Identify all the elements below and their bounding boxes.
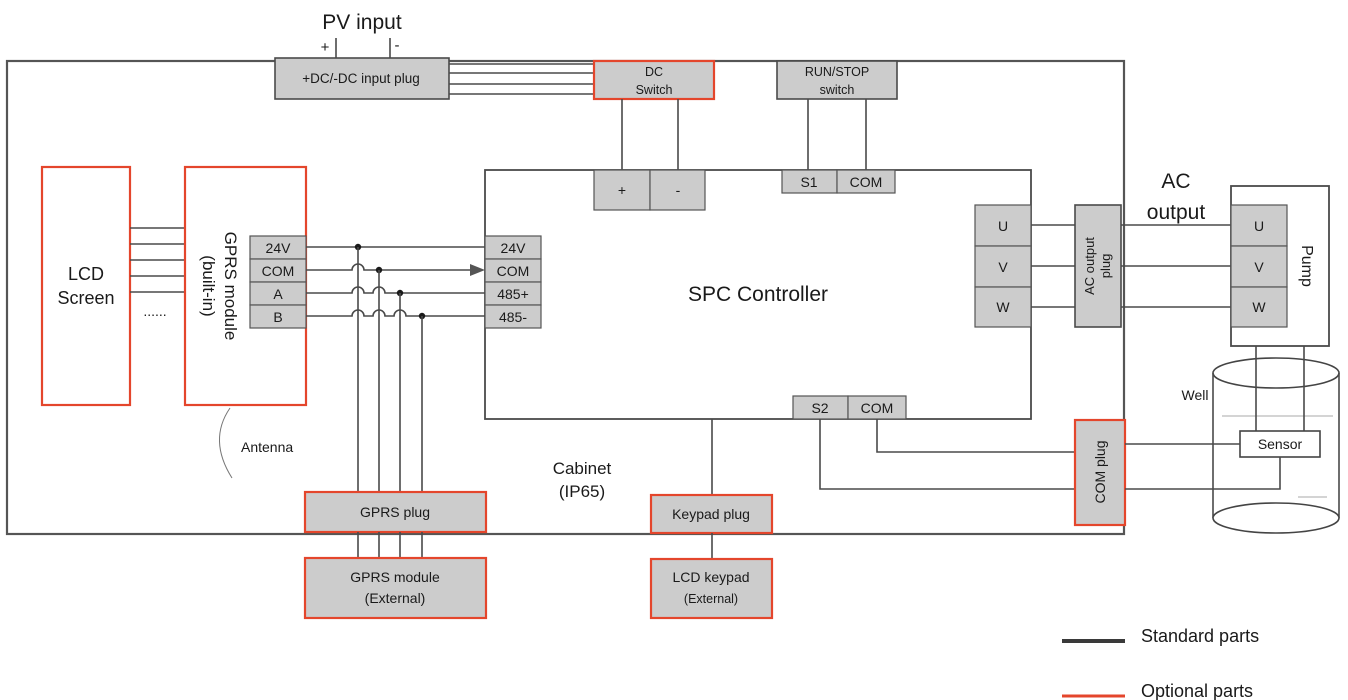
dc-input-plug-label: +DC/-DC input plug: [302, 71, 419, 86]
pump-u-terminal: [1230, 204, 1288, 247]
gprs-a-label: A: [273, 286, 283, 302]
s1-com-terminal: [836, 169, 896, 194]
lcd-screen-line1: LCD: [68, 264, 104, 284]
pump-u-label: U: [1254, 218, 1264, 234]
antenna-curve: [219, 407, 233, 479]
gprs-module-external: [303, 556, 488, 620]
pv-minus-label: -: [395, 37, 400, 54]
sensor-label: Sensor: [1258, 436, 1303, 452]
run-stop-line2: switch: [820, 83, 855, 97]
legend-standard-label: Standard parts: [1141, 626, 1259, 646]
gprs-24v-label: 24V: [266, 240, 292, 256]
ctrl-w-label: W: [996, 299, 1010, 315]
pump-w-label: W: [1252, 299, 1266, 315]
run-stop-switch: [776, 60, 898, 100]
keypad-plug: [649, 493, 774, 535]
lcd-keypad-line1: LCD keypad: [672, 569, 749, 585]
pump-w-terminal: [1230, 286, 1288, 328]
run-stop-line1: RUN/STOP: [805, 65, 869, 79]
sensor: [1239, 430, 1321, 458]
pump-label: Pump: [1298, 245, 1315, 287]
s1-label: S1: [800, 174, 817, 190]
lcd-keypad: [649, 557, 774, 620]
gprs-builtin-line2: (built-in): [199, 255, 218, 316]
pv-plus-label: +: [321, 39, 330, 56]
dc-switch-line2: Switch: [636, 83, 673, 97]
com-plug-label: COM plug: [1092, 440, 1108, 503]
spc-controller-label: SPC Controller: [688, 283, 828, 306]
ctrl-com-label: COM: [497, 263, 530, 279]
ctrl-485m-label: 485-: [499, 309, 527, 325]
gprs-com-label: COM: [262, 263, 295, 279]
com-plug: [1073, 418, 1127, 527]
cabinet-line1: Cabinet: [553, 459, 612, 478]
lcd-wires-ellipsis: ......: [143, 303, 166, 319]
gprs-builtin-line1: GPRS module: [221, 232, 240, 341]
gprs-plug: [303, 490, 488, 534]
cabinet-frame: [5, 59, 1126, 536]
dc-minus-label: -: [676, 182, 681, 198]
ac-output-line2: output: [1147, 201, 1206, 224]
well-top: [1212, 357, 1340, 389]
s2-label: S2: [811, 400, 828, 416]
lcd-screen: [40, 165, 132, 407]
dc-plus-label: +: [618, 182, 626, 198]
well-bottom: [1212, 502, 1340, 534]
ctrl-24v-label: 24V: [501, 240, 527, 256]
dc-input-plug: [274, 57, 450, 100]
pv-input-title: PV input: [322, 11, 402, 34]
s2-com-label: COM: [861, 400, 894, 416]
ac-output-line1: AC: [1161, 170, 1190, 193]
ctrl-w-terminal: [974, 286, 1032, 328]
s1-com-label: COM: [850, 174, 883, 190]
gprs-b-label: B: [273, 309, 282, 325]
gprs-plug-label: GPRS plug: [360, 504, 430, 520]
ctrl-v-label: V: [998, 259, 1008, 275]
pump-v-label: V: [1254, 259, 1264, 275]
pump-v-terminal: [1230, 245, 1288, 288]
legend-optional-label: Optional parts: [1141, 681, 1253, 700]
arrow-head: [470, 264, 485, 276]
gprs-external-line1: GPRS module: [350, 569, 440, 585]
ac-output-plug-line2: plug: [1098, 254, 1113, 279]
ac-output-plug-line1: AC output: [1082, 237, 1097, 295]
dc-switch: [592, 59, 716, 101]
ctrl-485p-label: 485+: [497, 286, 529, 302]
dc-minus-terminal: [649, 169, 706, 211]
ctrl-u-label: U: [998, 218, 1008, 234]
antenna-label: Antenna: [241, 439, 293, 455]
lcd-screen-line2: Screen: [57, 288, 114, 308]
keypad-plug-label: Keypad plug: [672, 506, 750, 522]
well-label: Well: [1182, 387, 1209, 403]
cabinet-line2: (IP65): [559, 482, 605, 501]
lcd-keypad-line2: (External): [684, 592, 738, 606]
gprs-external-line2: (External): [365, 590, 426, 606]
ctrl-u-terminal: [974, 204, 1032, 247]
dc-switch-line1: DC: [645, 65, 663, 79]
spc-controller: [484, 169, 1032, 420]
